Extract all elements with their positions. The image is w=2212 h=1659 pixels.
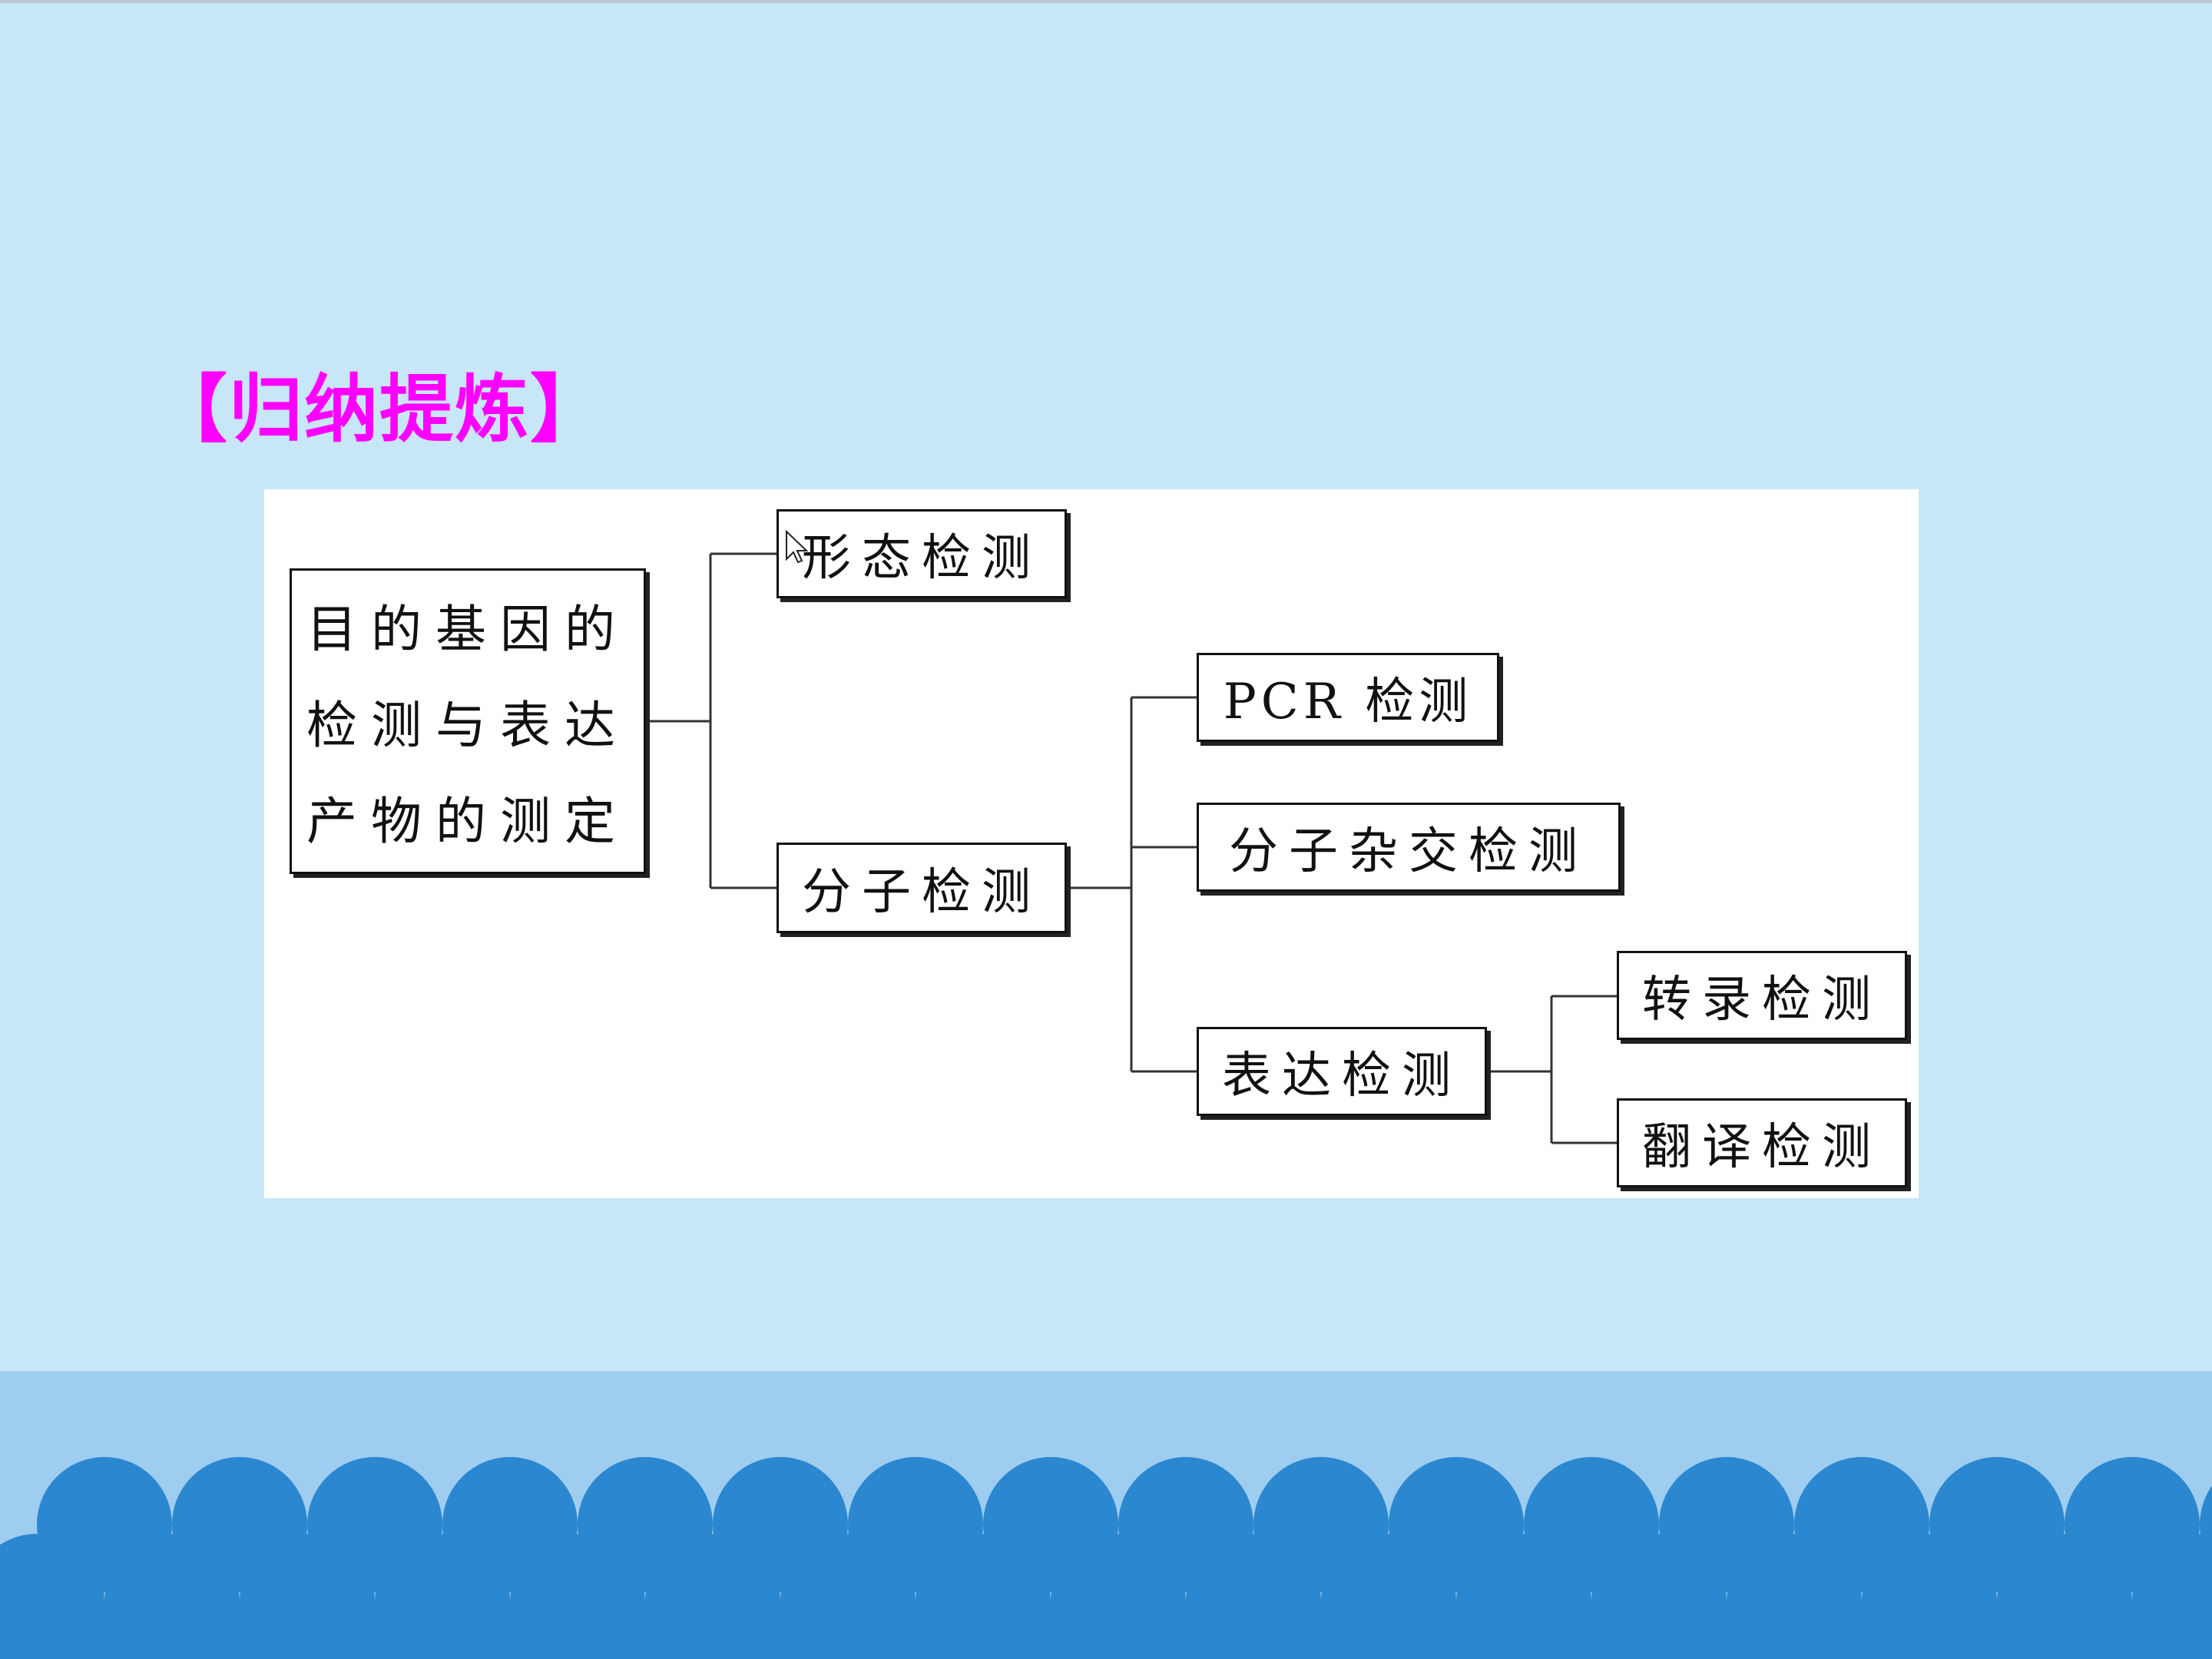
mouse-pointer-icon (786, 530, 808, 564)
node-root: 目的基因的 检测与表达 产物的测定 (290, 568, 646, 874)
node-root-line-2: 检测与表达 (306, 695, 629, 755)
connector-lines (646, 552, 1617, 1144)
node-expression-detection: 表达检测 (1197, 1027, 1487, 1116)
node-hybridization-detection: 分子杂交检测 (1197, 803, 1621, 892)
wave-decoration (0, 1457, 2212, 1659)
node-pcr-detection: PCR 检测 (1197, 653, 1499, 742)
node-morphology-detection: 形态检测 (777, 509, 1067, 598)
section-heading: 【归纳提炼】 (154, 366, 605, 452)
top-border (0, 0, 2212, 3)
node-molecular-detection: 分子检测 (777, 843, 1067, 933)
node-translation-detection: 翻译检测 (1617, 1098, 1907, 1187)
node-root-line-1: 目的基因的 (306, 599, 629, 659)
node-transcription-detection: 转录检测 (1617, 951, 1907, 1040)
node-root-line-3: 产物的测定 (306, 792, 629, 852)
diagram-panel: 目的基因的 检测与表达 产物的测定 形态检测 分子检测 PCR 检测 分子杂交检… (264, 489, 1919, 1198)
wave-base (0, 1601, 2212, 1659)
